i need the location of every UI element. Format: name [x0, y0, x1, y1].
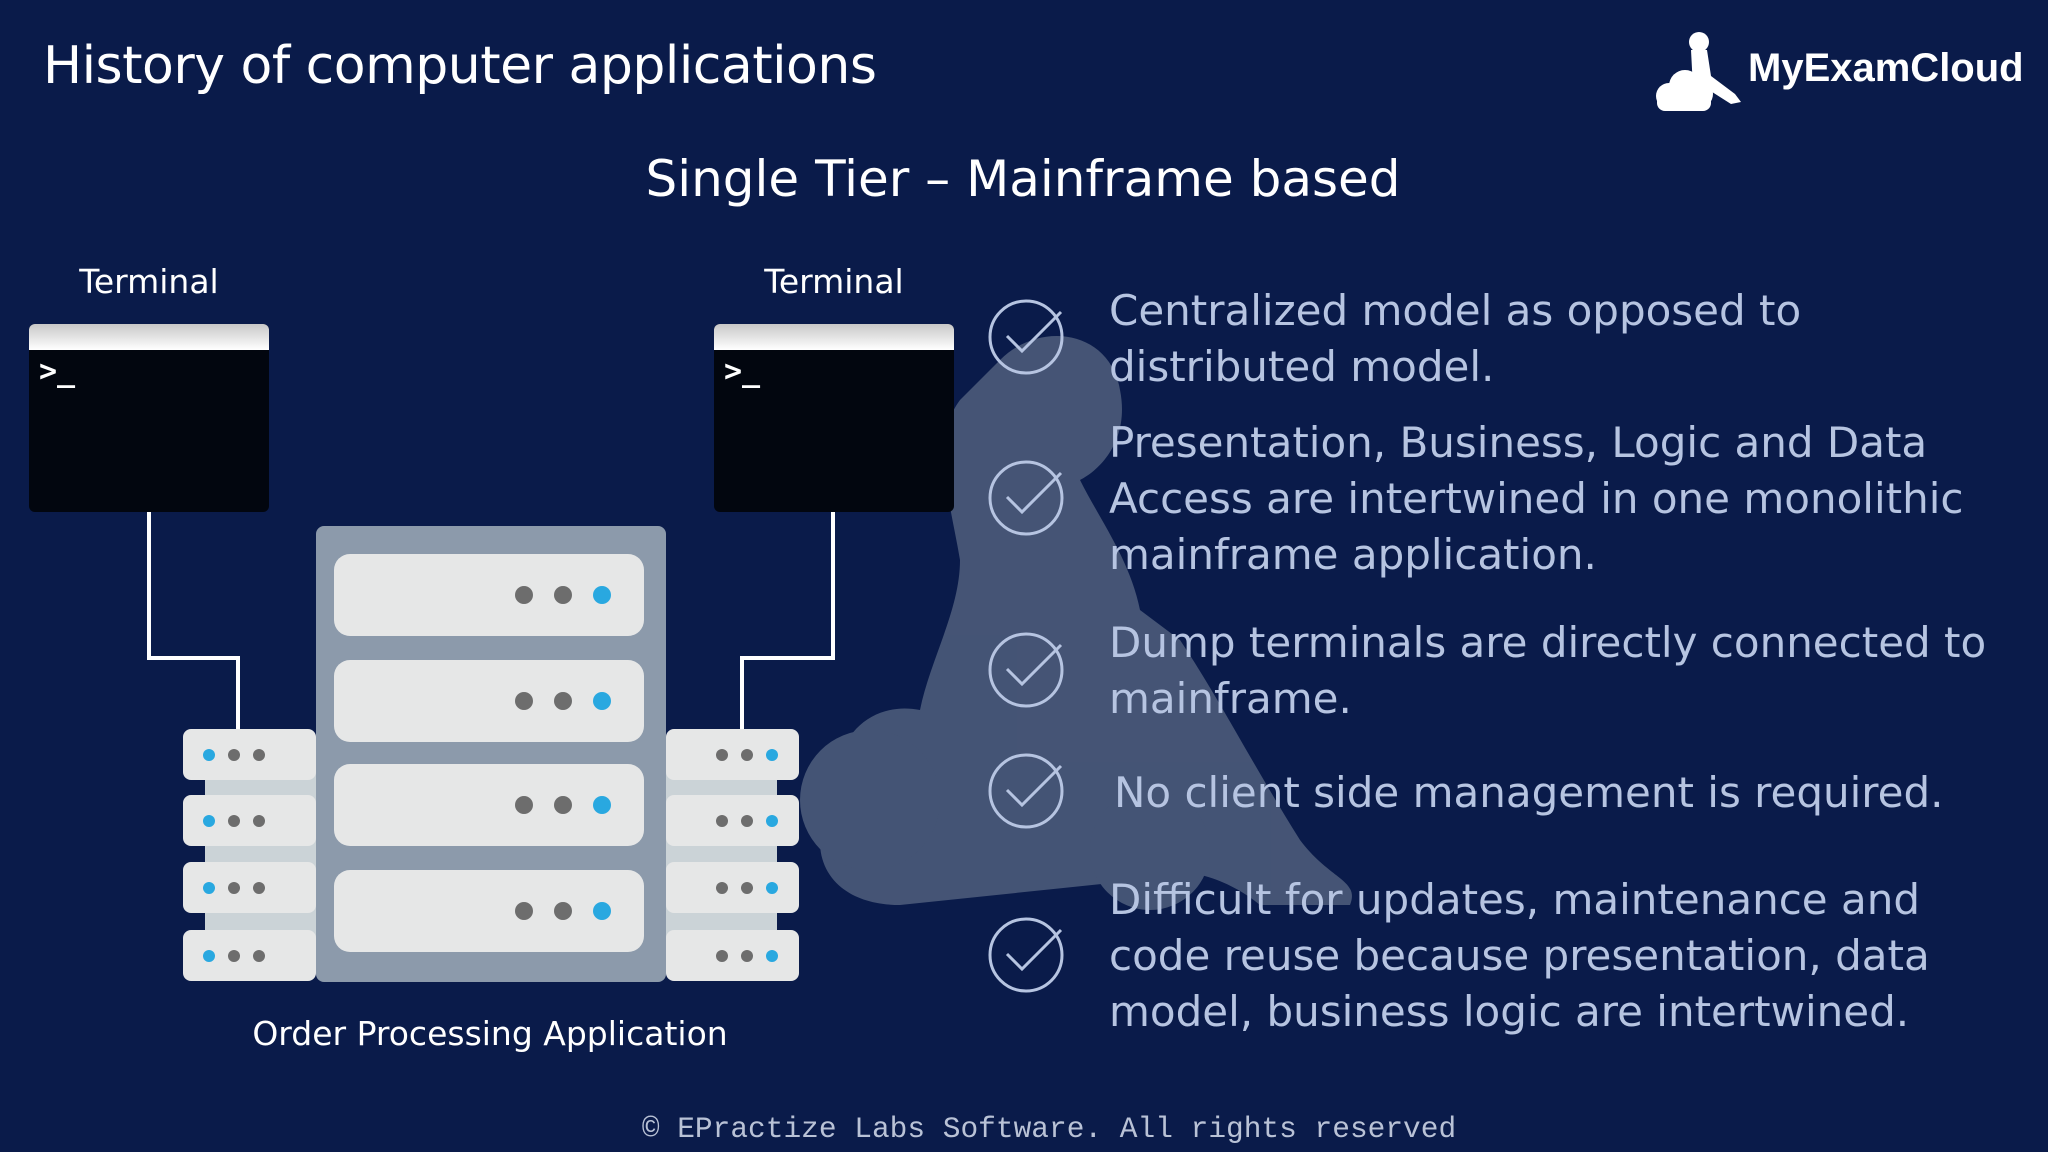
status-led-icon — [203, 950, 215, 962]
status-led-icon — [716, 950, 728, 962]
status-led-icon — [593, 796, 611, 814]
status-led-icon — [741, 815, 753, 827]
mainframe-server-icon — [316, 526, 666, 982]
server-drawer — [334, 764, 644, 846]
status-led-icon — [253, 882, 265, 894]
server-label: Order Processing Application — [252, 1014, 728, 1053]
slide-subtitle: Single Tier – Mainframe based — [645, 150, 1401, 208]
status-led-icon — [253, 815, 265, 827]
terminal-window-icon: >_ — [29, 324, 269, 512]
status-led-icon — [203, 749, 215, 761]
connector-line — [740, 656, 744, 730]
terminal-title-bar — [29, 324, 269, 350]
status-led-icon — [515, 692, 533, 710]
connector-line — [236, 656, 240, 730]
status-led-icon — [741, 749, 753, 761]
server-unit — [183, 729, 316, 780]
connector-line — [740, 656, 835, 660]
server-drawer — [334, 870, 644, 952]
connector-line — [147, 512, 151, 660]
status-led-icon — [515, 796, 533, 814]
status-led-icon — [716, 882, 728, 894]
server-unit — [183, 795, 316, 846]
checkmark-circle-icon — [987, 298, 1065, 376]
terminal-window-icon: >_ — [714, 324, 954, 512]
status-led-icon — [253, 749, 265, 761]
status-led-icon — [203, 815, 215, 827]
terminal-title-bar — [714, 324, 954, 350]
status-led-icon — [515, 586, 533, 604]
bullet-text: Difficult for updates, maintenance and c… — [1109, 875, 1930, 1036]
status-led-icon — [593, 902, 611, 920]
status-led-icon — [593, 586, 611, 604]
status-led-icon — [203, 882, 215, 894]
status-led-icon — [766, 950, 778, 962]
checkmark-circle-icon — [987, 916, 1065, 994]
rack-frame — [666, 760, 777, 960]
myexamcloud-logo-icon — [1656, 32, 1741, 111]
status-led-icon — [253, 950, 265, 962]
connector-line — [147, 656, 240, 660]
status-led-icon — [741, 882, 753, 894]
bullet-text: No client side management is required. — [1114, 768, 1944, 817]
terminal-label: Terminal — [764, 262, 904, 301]
bullet-text: Centralized model as opposed to distribu… — [1109, 286, 1802, 391]
bullet-text: Presentation, Business, Logic and Data A… — [1109, 418, 1964, 579]
server-drawer — [334, 554, 644, 636]
terminal-label: Terminal — [79, 262, 219, 301]
logo-text: MyExamCloud — [1748, 46, 2024, 90]
status-led-icon — [554, 796, 572, 814]
status-led-icon — [228, 815, 240, 827]
checkmark-circle-icon — [987, 631, 1065, 709]
rack-frame — [205, 760, 316, 960]
server-unit — [666, 795, 799, 846]
status-led-icon — [716, 815, 728, 827]
server-unit — [666, 862, 799, 913]
page-title: History of computer applications — [43, 36, 877, 96]
status-led-icon — [554, 692, 572, 710]
status-led-icon — [766, 882, 778, 894]
status-led-icon — [228, 749, 240, 761]
status-led-icon — [228, 882, 240, 894]
bullet-text: Dump terminals are directly connected to… — [1109, 618, 1987, 723]
status-led-icon — [716, 749, 728, 761]
copyright-footer: © EPractize Labs Software. All rights re… — [641, 1112, 1457, 1146]
checkmark-circle-icon — [987, 459, 1065, 537]
server-unit — [183, 930, 316, 981]
status-led-icon — [554, 902, 572, 920]
terminal-prompt: >_ — [724, 354, 761, 389]
status-led-icon — [741, 950, 753, 962]
status-led-icon — [228, 950, 240, 962]
status-led-icon — [515, 902, 533, 920]
server-drawer — [334, 660, 644, 742]
server-unit — [666, 729, 799, 780]
status-led-icon — [766, 749, 778, 761]
checkmark-circle-icon — [987, 752, 1065, 830]
status-led-icon — [593, 692, 611, 710]
server-unit — [666, 930, 799, 981]
status-led-icon — [554, 586, 572, 604]
status-led-icon — [766, 815, 778, 827]
connector-line — [831, 512, 835, 660]
server-unit — [183, 862, 316, 913]
terminal-prompt: >_ — [39, 354, 76, 389]
